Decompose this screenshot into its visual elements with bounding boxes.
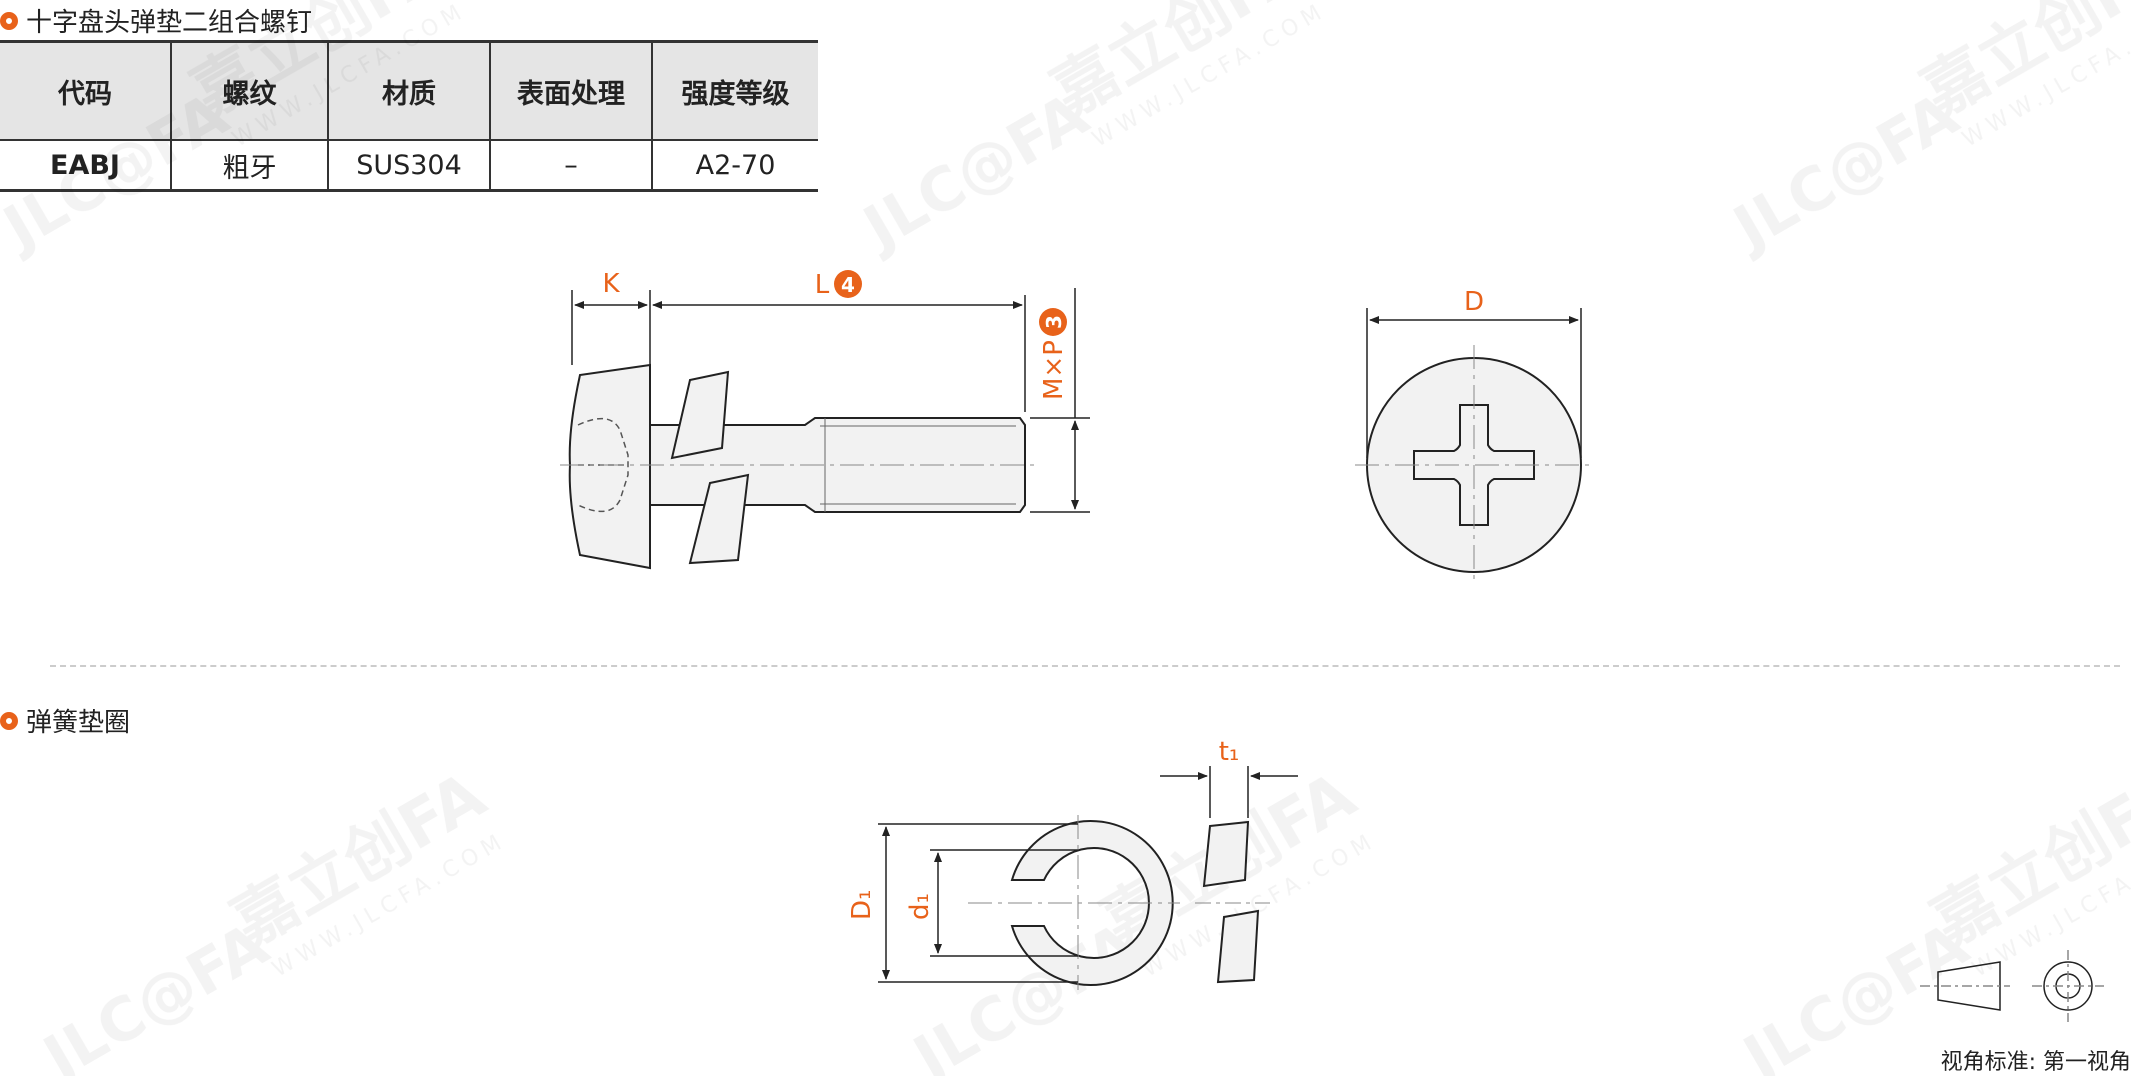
section-title-text: 弹簧垫圈	[26, 708, 131, 738]
table-header-row: 代码 螺纹 材质 表面处理 强度等级	[0, 40, 818, 141]
cell-thread: 粗牙	[171, 140, 329, 192]
dim-t1	[1160, 766, 1298, 818]
table-row: EABJ 粗牙 SUS304 – A2-70	[0, 140, 818, 192]
circle-bullet-icon	[0, 11, 18, 30]
watermark-logo-icon: JLC@FA 嘉立创FA WWW.JLCFA.COM	[1719, 0, 2131, 265]
dim-l-badge-icon	[834, 270, 862, 298]
thread-lines	[820, 418, 1016, 512]
cell-surface: –	[490, 140, 653, 192]
header-code: 代码	[0, 40, 172, 141]
spring-washer-front-view	[968, 815, 1180, 990]
dim-l	[652, 295, 1026, 412]
watermark-logo-icon: JLC@FA 嘉立创FA WWW.JLCFA.COM	[0, 0, 471, 265]
dim-d1-inner	[930, 849, 1078, 957]
first-angle-projection-icon	[1920, 950, 2104, 1022]
dim-d1-outer-label: D₁	[847, 890, 877, 920]
dim-mxp-label-group: M×P 3	[1039, 308, 1069, 400]
dim-mxp-badge: 3	[1042, 315, 1066, 329]
dim-l-badge: 4	[841, 273, 855, 297]
watermark-logo-icon: JLC@FA 嘉立创FA WWW.JLCFA.COM	[899, 758, 1381, 1076]
dim-mxp	[1030, 288, 1090, 513]
screw-side-view	[568, 363, 1026, 570]
washer-side-top	[1202, 820, 1250, 888]
dim-l-label: L	[815, 270, 830, 300]
washer-ring	[1010, 820, 1174, 986]
header-material: 材质	[328, 40, 491, 141]
cell-strength: A2-70	[652, 140, 818, 192]
cell-material: SUS304	[328, 140, 491, 192]
section-title-washer: 弹簧垫圈	[0, 702, 130, 739]
screw-head	[568, 363, 651, 570]
section-title-text: 十字盘头弹垫二组合螺钉	[26, 8, 313, 38]
washer-top-section	[670, 370, 730, 460]
svg-text:嘉立创FA: 嘉立创FA	[180, 0, 458, 132]
watermark-logo-icon: JLC@FA 嘉立创FA WWW.JLCFA.COM	[29, 758, 511, 1076]
dim-d-label: D	[1464, 287, 1484, 317]
dim-d	[1366, 308, 1582, 458]
washer-bottom-section	[688, 473, 750, 565]
spec-table: 代码 螺纹 材质 表面处理 强度等级 EABJ 粗牙 SUS304 – A2-7…	[0, 40, 818, 192]
dim-mxp-badge-icon	[1039, 308, 1067, 336]
dim-mxp-label: M×P	[1039, 340, 1069, 400]
dim-k	[571, 290, 651, 365]
dim-t1-label: t₁	[1219, 737, 1240, 767]
screw-end-view	[1355, 345, 1593, 585]
watermark-logo-icon: JLC@FA 嘉立创FA WWW.JLCFA.COM	[1729, 758, 2131, 1076]
section-title-screw: 十字盘头弹垫二组合螺钉	[0, 2, 312, 39]
washer-side-bottom	[1216, 909, 1260, 984]
header-strength: 强度等级	[652, 40, 818, 141]
dim-d1-outer	[878, 823, 1078, 983]
header-surface: 表面处理	[490, 40, 653, 141]
view-standard-label: 视角标准: 第一视角	[1940, 1050, 2131, 1075]
dim-d1-inner-label: d₁	[905, 893, 935, 920]
svg-text:嘉立创FA: 嘉立创FA	[1040, 0, 1318, 132]
section-divider	[50, 665, 2120, 667]
watermark-logo-icon: JLC@FA 嘉立创FA WWW.JLCFA.COM	[849, 0, 1331, 265]
header-thread: 螺纹	[171, 40, 329, 141]
cell-code[interactable]: EABJ	[0, 140, 172, 192]
circle-bullet-icon	[0, 711, 18, 730]
spring-washer-side-view	[1202, 820, 1260, 984]
dim-k-label: K	[602, 269, 620, 299]
